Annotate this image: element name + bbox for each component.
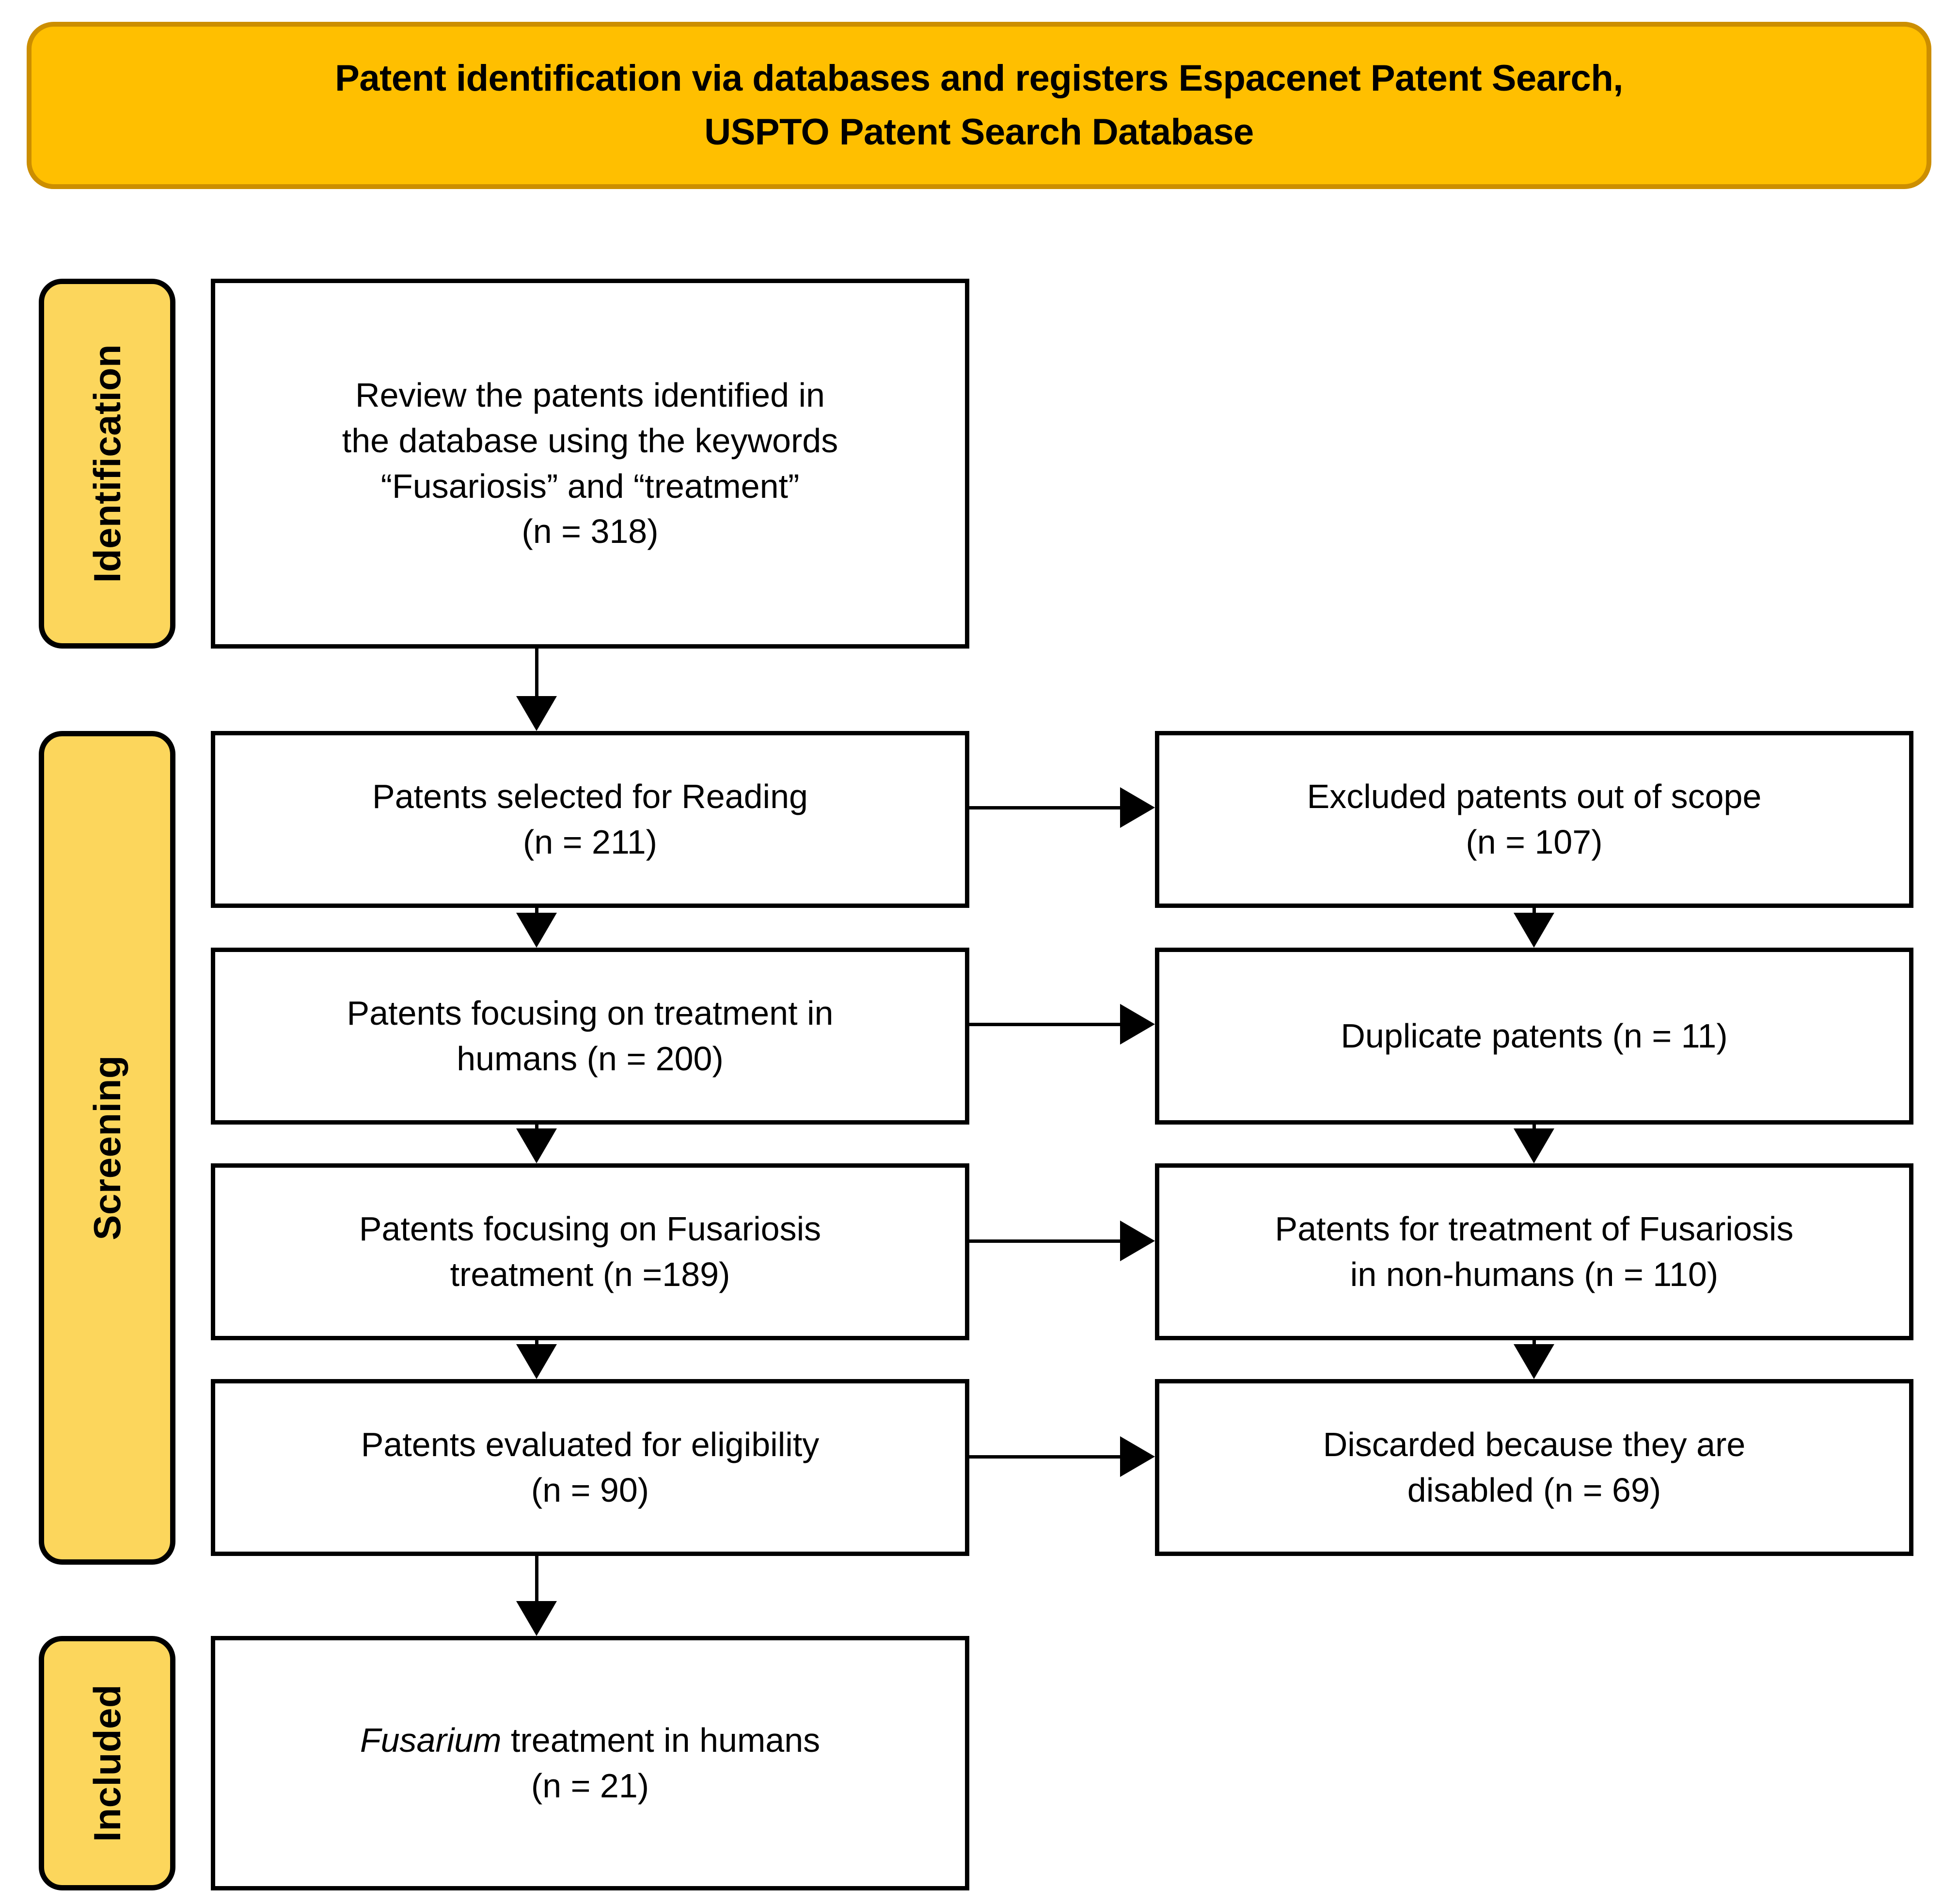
eligibility-line1: Patents evaluated for eligibility (361, 1425, 820, 1463)
arrow-head-down-icon (516, 1344, 557, 1379)
arrow-right-fusariosis-to-nonhuman (969, 1212, 1155, 1270)
arrow-head-right-icon (1120, 1221, 1155, 1261)
stage-label-identification: Identification (85, 344, 128, 583)
flow-box-duplicate-text: Duplicate patents (n = 11) (1326, 1014, 1742, 1059)
arrow-head-down-icon (516, 913, 557, 948)
arrow-down-fusariosis-to-eligibility (507, 1340, 566, 1379)
identify-line1: Review the patents identified in (355, 376, 825, 414)
arrow-down-eligibility-to-included (507, 1556, 566, 1636)
arrow-down-excluded-to-duplicate (1505, 908, 1563, 948)
included-count: (n = 21) (531, 1766, 649, 1805)
arrow-head-right-icon (1120, 1004, 1155, 1045)
eligibility-count: (n = 90) (531, 1471, 649, 1509)
discarded-line1: Discarded because they are (1323, 1425, 1746, 1463)
stage-bar-screening: Screening (39, 731, 175, 1565)
flow-box-excluded: Excluded patents out of scope (n = 107) (1155, 731, 1913, 908)
arrow-head-down-icon (516, 1601, 557, 1636)
identify-count: (n = 318) (521, 512, 659, 551)
discarded-line2: disabled (n = 69) (1407, 1471, 1661, 1509)
included-italic-word: Fusarium (360, 1721, 502, 1759)
arrow-down-duplicate-to-nonhuman (1505, 1125, 1563, 1163)
header-title-line2: USPTO Patent Search Database (704, 111, 1254, 153)
arrow-down-reading-to-humans (507, 908, 566, 948)
stage-bar-identification: Identification (39, 279, 175, 649)
flow-box-identify-text: Review the patents identified in the dat… (328, 373, 853, 555)
arrow-head-right-icon (1120, 787, 1155, 828)
flow-box-humans: Patents focusing on treatment in humans … (211, 948, 969, 1125)
arrow-down-nonhuman-to-discarded (1505, 1340, 1563, 1379)
header-title: Patent identification via databases and … (306, 52, 1652, 159)
flow-box-fusariosis-text: Patents focusing on Fusariosis treatment… (345, 1206, 836, 1298)
identify-line2: the database using the keywords (342, 421, 838, 460)
stage-label-included: Included (85, 1684, 128, 1842)
flow-box-humans-text: Patents focusing on treatment in humans … (332, 991, 848, 1082)
humans-line2: humans (n = 200) (457, 1039, 724, 1078)
nonhuman-line1: Patents for treatment of Fusariosis (1275, 1209, 1794, 1248)
flow-box-reading-text: Patents selected for Reading (n = 211) (358, 774, 822, 865)
nonhuman-line2: in non-humans (n = 110) (1350, 1255, 1719, 1293)
flow-box-eligibility: Patents evaluated for eligibility (n = 9… (211, 1379, 969, 1556)
flow-box-duplicate: Duplicate patents (n = 11) (1155, 948, 1913, 1125)
stage-label-screening: Screening (85, 1055, 128, 1240)
arrow-shaft (969, 806, 1124, 809)
arrow-head-down-icon (516, 1128, 557, 1163)
humans-line1: Patents focusing on treatment in (347, 994, 834, 1032)
arrow-shaft (535, 649, 538, 702)
arrow-head-right-icon (1120, 1436, 1155, 1477)
arrow-head-down-icon (1514, 913, 1554, 948)
arrow-head-down-icon (1514, 1128, 1554, 1163)
arrow-shaft (969, 1455, 1124, 1459)
arrow-shaft (535, 1556, 538, 1607)
flow-box-eligibility-text: Patents evaluated for eligibility (n = 9… (347, 1422, 834, 1513)
arrow-head-down-icon (516, 696, 557, 731)
flow-box-reading: Patents selected for Reading (n = 211) (211, 731, 969, 908)
flow-box-included: Fusarium treatment in humans (n = 21) (211, 1636, 969, 1890)
arrow-right-eligibility-to-discarded (969, 1428, 1155, 1486)
stage-bar-included: Included (39, 1636, 175, 1890)
duplicate-line1: Duplicate patents (n = 11) (1341, 1016, 1728, 1055)
flow-box-discarded: Discarded because they are disabled (n =… (1155, 1379, 1913, 1556)
reading-line1: Patents selected for Reading (372, 777, 808, 815)
identify-line3: “Fusariosis” and “treatment” (380, 467, 800, 505)
flow-box-nonhuman: Patents for treatment of Fusariosis in n… (1155, 1163, 1913, 1340)
arrow-head-down-icon (1514, 1344, 1554, 1379)
flow-box-excluded-text: Excluded patents out of scope (n = 107) (1293, 774, 1776, 865)
header-banner: Patent identification via databases and … (27, 22, 1931, 189)
flow-box-nonhuman-text: Patents for treatment of Fusariosis in n… (1261, 1206, 1808, 1298)
excluded-count: (n = 107) (1466, 823, 1603, 861)
header-title-line1: Patent identification via databases and … (335, 58, 1623, 99)
arrow-down-identify-to-reading (507, 649, 566, 731)
arrow-down-humans-to-fusariosis (507, 1125, 566, 1163)
flow-box-identify: Review the patents identified in the dat… (211, 279, 969, 649)
flow-box-discarded-text: Discarded because they are disabled (n =… (1309, 1422, 1760, 1513)
flow-box-fusariosis: Patents focusing on Fusariosis treatment… (211, 1163, 969, 1340)
arrow-right-reading-to-excluded (969, 778, 1155, 837)
arrow-shaft (969, 1022, 1124, 1026)
arrow-right-humans-to-duplicate (969, 995, 1155, 1053)
excluded-line1: Excluded patents out of scope (1307, 777, 1762, 815)
arrow-shaft (969, 1239, 1124, 1243)
flow-box-included-text: Fusarium treatment in humans (n = 21) (346, 1718, 835, 1809)
fusariosis-line2: treatment (n =189) (450, 1255, 730, 1293)
reading-count: (n = 211) (523, 823, 657, 861)
included-line1-rest: treatment in humans (501, 1721, 821, 1759)
fusariosis-line1: Patents focusing on Fusariosis (359, 1209, 822, 1248)
